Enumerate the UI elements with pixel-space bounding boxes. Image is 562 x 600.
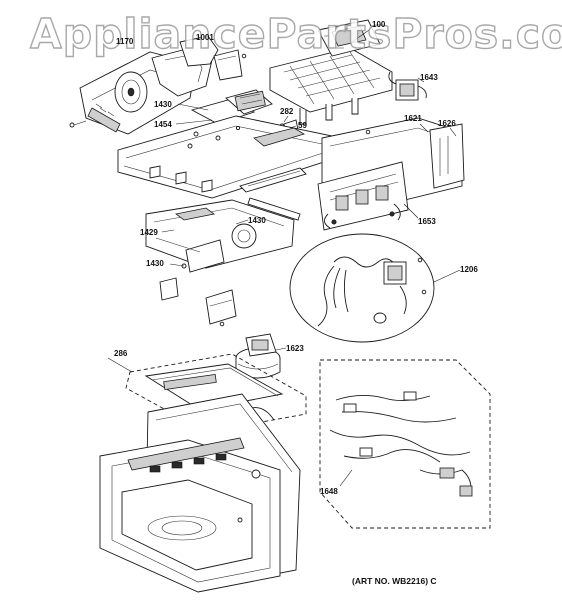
leader-lines [107,27,461,487]
callout-1454: 1454 [154,120,172,129]
harness-set-1648 [319,359,491,529]
callout-1621: 1621 [404,114,422,123]
callout-1429: 1429 [140,228,158,237]
motor-1623 [235,333,281,379]
control-board-frame [269,19,393,125]
callout-1430-top: 1430 [154,100,172,109]
callout-1623: 1623 [286,344,304,353]
transformer-1643 [388,71,427,101]
cover-plate-1429 [145,199,295,273]
callout-1170: 1170 [116,37,134,46]
interlock-bracket-1653 [317,161,409,231]
callout-1648: 1648 [320,487,338,496]
callout-282: 282 [280,107,294,116]
callout-labels: 100 1643 1430 1454 282 59 1621 1626 1653… [114,20,478,496]
callout-286: 286 [114,349,128,358]
art-number-caption: (ART NO. WB2216) C [352,576,437,586]
watermark: AppliancePartsPros.com [30,10,562,58]
blower-assembly [69,35,219,135]
small-brackets [159,263,237,327]
harness-1206 [289,233,435,343]
callout-1430-low: 1430 [146,259,164,268]
callout-1643: 1643 [420,73,438,82]
turntable-motor-area [190,89,299,135]
right-side-panel [321,117,465,209]
callout-1001: 1001 [196,33,214,42]
callout-1626: 1626 [438,119,456,128]
callout-1430-mid: 1430 [248,216,266,225]
callout-1653: 1653 [418,217,436,226]
oven-cavity [99,393,301,593]
callout-100: 100 [372,20,386,29]
callout-1206: 1206 [460,265,478,274]
bracket-part [213,49,247,81]
main-chassis-plate [117,115,333,221]
callout-59: 59 [298,121,307,130]
